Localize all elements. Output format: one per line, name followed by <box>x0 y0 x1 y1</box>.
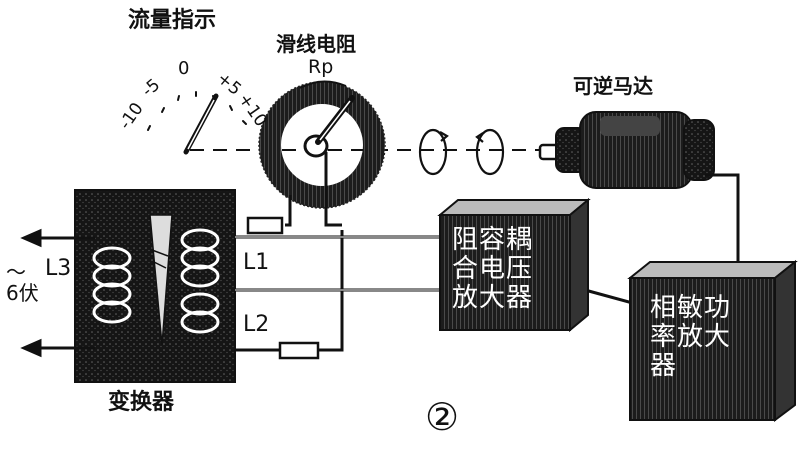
scale-tick-0: 0 <box>178 58 190 79</box>
phase-amplifier-label: 相敏功 率放大 器 <box>650 293 732 382</box>
wiring-highlights <box>235 236 440 291</box>
flow-indicator-label: 流量指示 <box>128 8 217 33</box>
coil-l3 <box>92 246 132 324</box>
reversible-motor-label: 可逆马达 <box>573 74 653 98</box>
coil-l1-l2 <box>180 228 220 334</box>
rp-label: Rp <box>308 56 334 78</box>
resistor-upper <box>246 216 284 235</box>
reversible-motor <box>538 111 715 189</box>
rotation-arrow-2 <box>475 128 505 176</box>
converter-block <box>74 189 236 383</box>
slide-wire-resistor <box>258 80 386 209</box>
rp-arc <box>299 80 347 89</box>
dial-pointer-highlight <box>187 99 215 150</box>
slide-resistor-label: 滑线电阻 <box>276 32 356 56</box>
rc-amplifier-label: 阻容耦 合电压 放大器 <box>452 225 534 314</box>
flow-indicator-dial <box>147 91 247 155</box>
resistor-lower <box>278 341 320 360</box>
rc-amplifier-block <box>437 197 591 333</box>
l2-label: L2 <box>243 312 270 337</box>
supply-label: ～ 6伏 <box>6 260 39 305</box>
l1-label: L1 <box>243 250 270 275</box>
supply-arrows <box>20 228 95 358</box>
figure-number: ② <box>425 395 460 439</box>
phase-amplifier-block <box>627 259 798 422</box>
converter-label: 变换器 <box>108 390 175 415</box>
l3-label: L3 <box>45 256 72 281</box>
armature <box>149 214 173 346</box>
rotation-arrow-1 <box>418 128 449 176</box>
